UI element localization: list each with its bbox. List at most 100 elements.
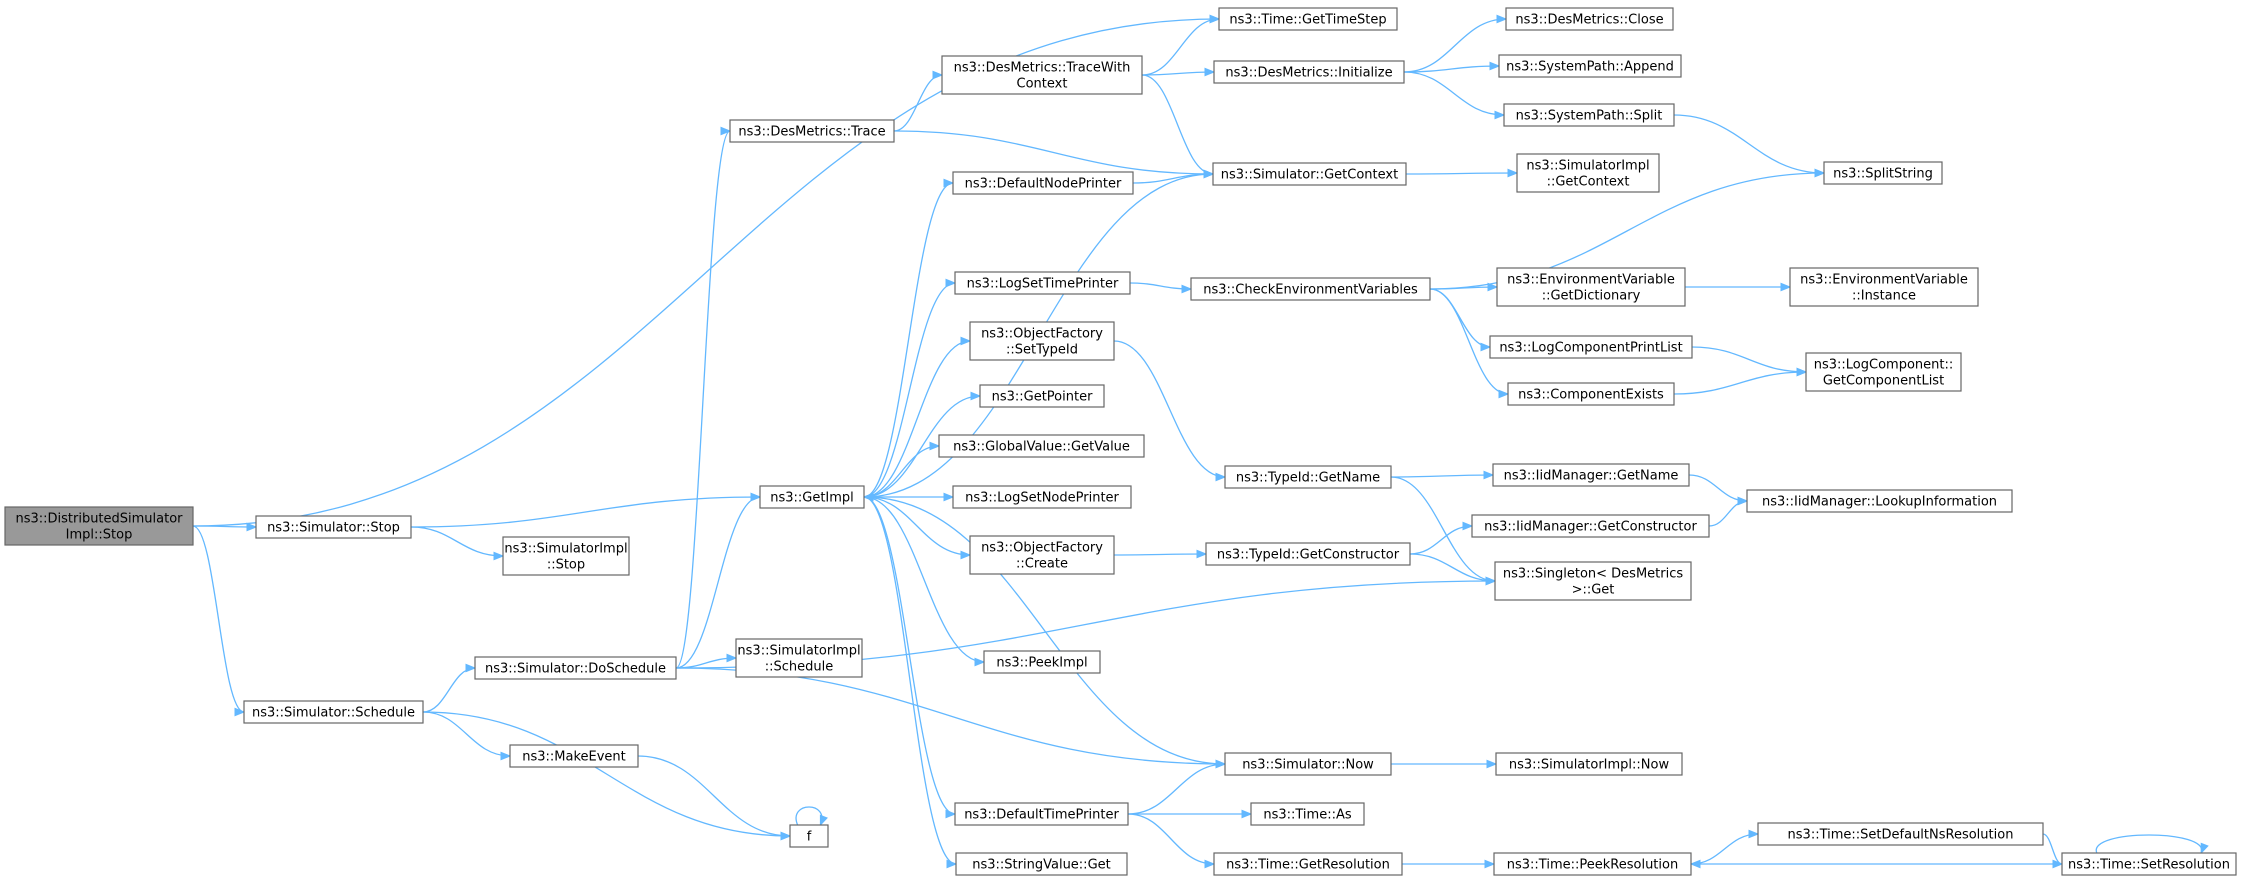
node-label: ns3::EnvironmentVariable: [1507, 273, 1675, 288]
node-iidmgr-getconstructor[interactable]: ns3::IidManager::GetConstructor: [1471, 514, 1710, 538]
node-label: ns3::IidManager::LookupInformation: [1762, 495, 1997, 510]
edge-arrowhead: [1796, 367, 1808, 377]
node-time-setresolution[interactable]: ns3::Time::SetResolution: [2061, 852, 2237, 876]
edge-line: [863, 182, 954, 498]
node-label: ns3::StringValue::Get: [972, 858, 1110, 873]
node-simimpl-schedule[interactable]: ns3::SimulatorImpl::Schedule: [735, 638, 863, 678]
call-edge-sim_schedule-to-sim_doschedule: [422, 663, 477, 713]
edge-arrowhead: [943, 178, 955, 188]
node-objfactory-create[interactable]: ns3::ObjectFactory::Create: [969, 535, 1115, 575]
call-edge-time_setresolution-to-time_setresolution: [2095, 834, 2209, 855]
node-sim-now[interactable]: ns3::Simulator::Now: [1224, 752, 1392, 776]
node-time-gettimestep[interactable]: ns3::Time::GetTimeStep: [1218, 7, 1398, 31]
node-objfactory-settypeid[interactable]: ns3::ObjectFactory::SetTypeId: [969, 321, 1115, 361]
node-box: [1757, 822, 2044, 846]
node-simimpl-stop[interactable]: ns3::SimulatorImpl::Stop: [502, 536, 630, 576]
node-label: ns3::DistributedSimulator: [15, 512, 183, 527]
edge-arrowhead: [946, 859, 958, 869]
node-label: ::Create: [1016, 557, 1068, 572]
node-label: ns3::Simulator::DoSchedule: [485, 662, 666, 677]
node-f[interactable]: f: [789, 824, 829, 848]
call-edge-getimpl-to-getpointer: [863, 391, 982, 498]
edge-arrowhead: [1780, 282, 1792, 292]
node-peekimpl[interactable]: ns3::PeekImpl: [983, 650, 1101, 674]
node-desmetrics-trace[interactable]: ns3::DesMetrics::Trace: [729, 119, 895, 143]
edge-arrowhead: [234, 707, 246, 717]
node-box: [474, 656, 677, 680]
node-sim-getcontext[interactable]: ns3::Simulator::GetContext: [1212, 162, 1407, 186]
edge-line: [863, 282, 956, 498]
node-time-peekresolution[interactable]: ns3::Time::PeekResolution: [1493, 852, 1692, 876]
node-logcomp-getlist[interactable]: ns3::LogComponent::GetComponentList: [1805, 352, 1962, 392]
node-desmetrics-init[interactable]: ns3::DesMetrics::Initialize: [1213, 60, 1405, 84]
node-componentexists[interactable]: ns3::ComponentExists: [1507, 382, 1675, 406]
node-label: ns3::GetPointer: [992, 390, 1093, 405]
node-label: ns3::SystemPath::Split: [1516, 109, 1663, 124]
node-time-setdefaultns[interactable]: ns3::Time::SetDefaultNsResolution: [1757, 822, 2044, 846]
edge-arrowhead: [720, 126, 732, 136]
node-time-as[interactable]: ns3::Time::As: [1250, 802, 1365, 826]
node-getimpl[interactable]: ns3::GetImpl: [759, 485, 865, 509]
edge-arrowhead: [970, 391, 982, 401]
call-edge-checkenv-to-splitstring: [1429, 168, 1826, 290]
node-splitstring[interactable]: ns3::SplitString: [1823, 161, 1943, 185]
call-edge-typeid_getname-to-iidmgr_getname: [1390, 470, 1495, 480]
node-box: [1498, 54, 1682, 78]
node-syspath-split[interactable]: ns3::SystemPath::Split: [1503, 103, 1675, 127]
node-getpointer[interactable]: ns3::GetPointer: [979, 384, 1105, 408]
call-edge-sim_now-to-getimpl: [862, 492, 1226, 765]
node-box: [1493, 852, 1692, 876]
node-logsetnodeprinter[interactable]: ns3::LogSetNodePrinter: [952, 485, 1132, 509]
node-typeid-getname[interactable]: ns3::TypeId::GetName: [1224, 465, 1392, 489]
node-singleton-get[interactable]: ns3::Singleton< DesMetrics >::Get: [1494, 561, 1692, 601]
node-iidmgr-getname[interactable]: ns3::IidManager::GetName: [1492, 463, 1690, 487]
node-sim-schedule[interactable]: ns3::Simulator::Schedule: [243, 700, 424, 724]
edge-arrowhead: [1507, 168, 1519, 178]
edge-arrowhead: [1487, 282, 1499, 292]
node-typeid-getconstructor[interactable]: ns3::TypeId::GetConstructor: [1205, 542, 1411, 566]
node-box: [1789, 267, 1979, 307]
node-simimpl-getcontext[interactable]: ns3::SimulatorImpl::GetContext: [1516, 153, 1660, 193]
node-box: [1190, 277, 1431, 301]
node-logsettimeprinter[interactable]: ns3::LogSetTimePrinter: [954, 271, 1131, 295]
node-defaulttimeprinter[interactable]: ns3::DefaultTimePrinter: [954, 802, 1129, 826]
node-label: ns3::TypeId::GetConstructor: [1217, 548, 1400, 563]
node-label: ns3::LogComponent::: [1814, 358, 1954, 373]
edge-arrowhead: [1496, 14, 1508, 24]
edge-arrowhead: [1196, 549, 1208, 559]
node-box: [1489, 335, 1693, 359]
node-envvar-getdict[interactable]: ns3::EnvironmentVariable::GetDictionary: [1496, 267, 1686, 307]
edge-line: [637, 755, 791, 837]
node-time-getresolution[interactable]: ns3::Time::GetResolution: [1213, 852, 1403, 876]
node-box: [969, 535, 1115, 575]
node-defaultnodeprinter[interactable]: ns3::DefaultNodePrinter: [952, 171, 1134, 195]
edge-line: [422, 711, 791, 837]
node-logcomp-printlist[interactable]: ns3::LogComponentPrintList: [1489, 335, 1693, 359]
edge-line: [675, 496, 761, 669]
node-iidmgr-lookup[interactable]: ns3::IidManager::LookupInformation: [1746, 489, 2013, 513]
node-makeevent[interactable]: ns3::MakeEvent: [509, 744, 639, 768]
node-stringvalue-get[interactable]: ns3::StringValue::Get: [955, 852, 1128, 876]
call-edge-getimpl-to-objfactory_settypeid: [863, 336, 972, 498]
edge-arrowhead: [1814, 168, 1826, 178]
node-envvar-instance[interactable]: ns3::EnvironmentVariable::Instance: [1789, 267, 1979, 307]
call-edge-defaulttimeprinter-to-sim_now: [1127, 759, 1227, 815]
node-sim-stop[interactable]: ns3::Simulator::Stop: [255, 515, 412, 539]
node-desmetrics-close[interactable]: ns3::DesMetrics::Close: [1505, 7, 1674, 31]
node-box: [1505, 7, 1674, 31]
call-edge-desmetrics_trace-to-desmetrics_tracewith: [893, 70, 944, 132]
edge-line: [893, 74, 943, 132]
node-label: ns3::SimulatorImpl::Now: [1509, 758, 1670, 773]
call-edge-typeid_getconstructor-to-iidmgr_getconstructor: [1409, 521, 1474, 555]
edge-arrowhead: [726, 653, 738, 663]
node-label: GetComponentList: [1823, 374, 1944, 389]
call-edge-f-to-f: [795, 806, 828, 827]
node-syspath-append[interactable]: ns3::SystemPath::Append: [1498, 54, 1682, 78]
node-sim-doschedule[interactable]: ns3::Simulator::DoSchedule: [474, 656, 677, 680]
node-checkenv[interactable]: ns3::CheckEnvironmentVariables: [1190, 277, 1431, 301]
node-simimpl-now[interactable]: ns3::SimulatorImpl::Now: [1495, 752, 1683, 776]
node-globalvalue-getvalue[interactable]: ns3::GlobalValue::GetValue: [938, 434, 1145, 458]
call-edge-desmetrics_init-to-desmetrics_close: [1403, 14, 1508, 73]
